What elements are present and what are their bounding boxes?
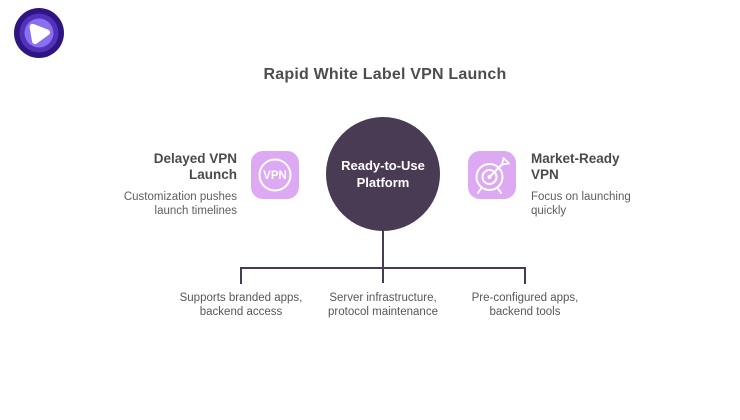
bottom-label-server-infrastructure: Server infrastructure, protocol maintena… (328, 292, 438, 318)
right-item-title: Market-Ready VPN (531, 151, 620, 182)
connector-vertical-right (524, 267, 526, 284)
left-item-title: Delayed VPN Launch (153, 151, 237, 182)
connector-vertical-center (382, 231, 384, 283)
right-item-market-ready-vpn: Market-Ready VPN Focus on launching quic… (531, 151, 701, 218)
right-item-subtitle: Focus on launching quickly (531, 191, 631, 217)
connector-vertical-left (240, 267, 242, 284)
bottom-label-preconfigured-apps: Pre-configured apps, backend tools (471, 292, 579, 318)
vpn-icon-text: VPN (263, 170, 287, 182)
vpn-badge-icon: VPN (251, 151, 299, 199)
center-node-ready-to-use-platform: Ready-to-Use Platform (326, 117, 440, 231)
center-node-label: Ready-to-Use Platform (341, 158, 425, 190)
left-item-delayed-vpn-launch: Delayed VPN Launch Customization pushes … (67, 151, 237, 218)
bottom-label-branded-apps: Supports branded apps, backend access (179, 292, 303, 318)
page-title: Rapid White Label VPN Launch (263, 66, 507, 83)
target-dart-icon (468, 151, 516, 199)
connector-horizontal (240, 267, 526, 269)
purevpn-logo-icon (14, 8, 64, 58)
left-item-subtitle: Customization pushes launch timelines (123, 191, 237, 217)
